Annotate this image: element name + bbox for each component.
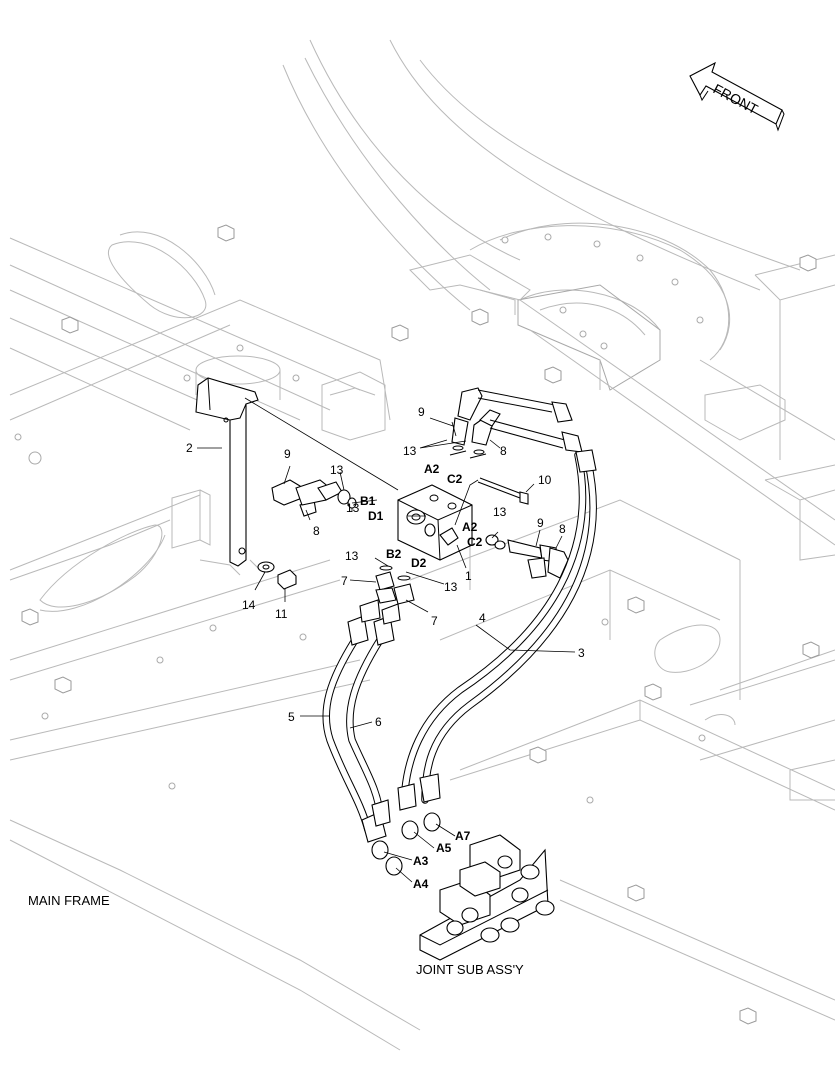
part-number-1: 1 (465, 569, 472, 583)
lower-fittings (375, 565, 415, 605)
part-number-14: 14 (242, 598, 256, 612)
port-label-d2: D2 (411, 556, 427, 570)
front-direction-arrow: FRONT (689, 61, 785, 132)
part-number-8: 8 (313, 524, 320, 538)
port-label-c2: C2 (447, 472, 463, 486)
hydraulic-hoses (322, 389, 597, 876)
main-frame-outline (9, 39, 835, 1051)
part-number-9: 9 (418, 405, 425, 419)
port-label-b1: B1 (360, 494, 376, 508)
part-number-6: 6 (375, 715, 382, 729)
port-label-a5: A5 (436, 841, 452, 855)
port-label-a2: A2 (462, 520, 478, 534)
part-number-8: 8 (500, 444, 507, 458)
frame-bolt-icon (21, 224, 820, 1025)
part-number-13: 13 (346, 501, 360, 515)
part-number-11: 11 (275, 607, 288, 621)
part-number-8: 8 (559, 522, 566, 536)
part-number-13: 13 (403, 444, 417, 458)
joint-sub-assembly (419, 834, 555, 961)
port-label-d1: D1 (368, 509, 384, 523)
leader-lines (197, 397, 576, 883)
main-frame-caption: MAIN FRAME (28, 893, 110, 908)
part-number-9: 9 (537, 516, 544, 530)
part-number-13: 13 (493, 505, 507, 519)
port-label-b2: B2 (386, 547, 402, 561)
port-labels: A2 C2 B1 D1 A2 C2 B2 D2 A7 A5 A3 A4 (360, 462, 483, 891)
part-number-3: 3 (578, 646, 585, 660)
captions: MAIN FRAME JOINT SUB ASS'Y (28, 893, 524, 977)
port-label-a3: A3 (413, 854, 429, 868)
port-label-c2: C2 (467, 535, 483, 549)
joint-sub-assy-caption: JOINT SUB ASS'Y (416, 962, 524, 977)
part-number-7: 7 (341, 574, 348, 588)
top-fittings (449, 387, 501, 459)
part-number-13: 13 (444, 580, 458, 594)
port-label-a2: A2 (424, 462, 440, 476)
part-number-13: 13 (330, 463, 344, 477)
part-number-2: 2 (186, 441, 193, 455)
valve-block (397, 484, 473, 561)
part-number-5: 5 (288, 710, 295, 724)
port-label-a7: A7 (455, 829, 471, 843)
part-number-10: 10 (538, 473, 552, 487)
part-number-7: 7 (431, 614, 438, 628)
part-number-labels: 2 1 4 3 5 6 7 7 8 8 8 9 9 9 10 11 13 13 … (186, 405, 585, 729)
bolt-10 (477, 477, 529, 505)
mounting-bracket (195, 377, 297, 590)
part-number-4: 4 (479, 611, 486, 625)
port-label-a4: A4 (413, 877, 429, 891)
frame-hole-icon (14, 233, 706, 804)
part-number-9: 9 (284, 447, 291, 461)
left-fittings (271, 479, 357, 517)
right-fittings (485, 534, 569, 579)
part-number-13: 13 (345, 549, 359, 563)
